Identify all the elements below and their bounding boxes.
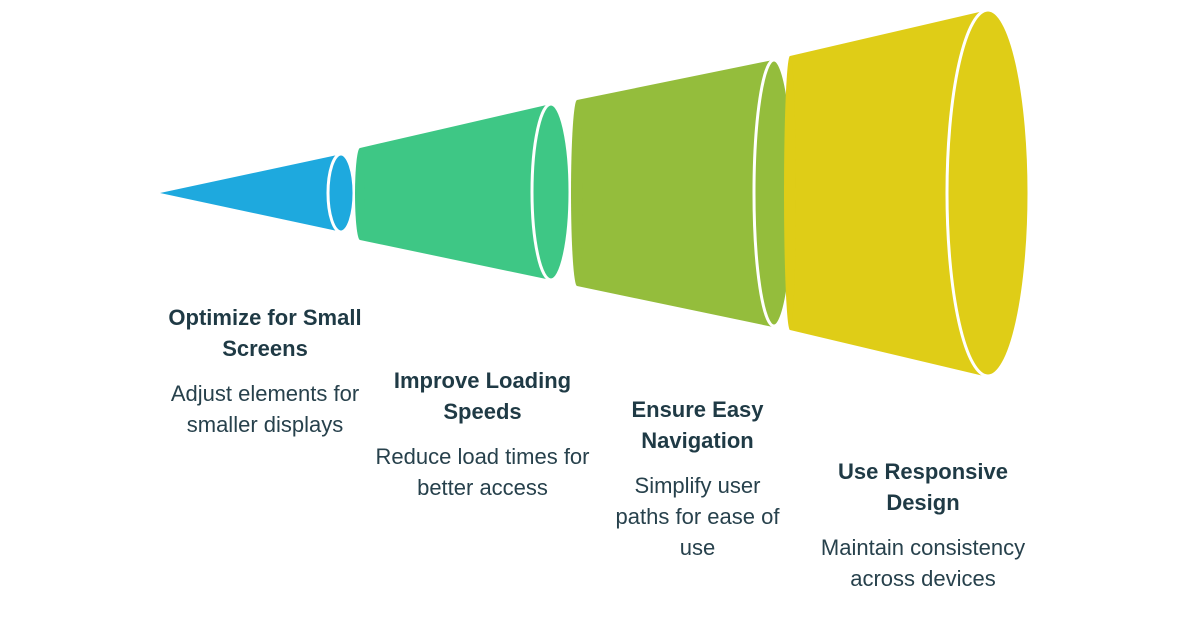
stage-4-inner-rim	[784, 56, 796, 330]
stage-2-title: Improve Loading Speeds	[393, 368, 572, 424]
stage-2-rim	[530, 102, 572, 282]
stage-2-body	[360, 104, 551, 280]
stage-3-inner-rim	[571, 100, 583, 286]
stage-2-text: Improve Loading Speeds Reduce load times…	[370, 365, 595, 503]
stage-4-body	[790, 10, 988, 377]
stage-1-text: Optimize for Small Screens Adjust elemen…	[165, 302, 365, 440]
stage-3-frustum	[571, 58, 796, 328]
stage-3-body	[577, 60, 773, 327]
stage-2-description: Reduce load times for better access	[375, 444, 590, 500]
stage-1-cone	[160, 152, 356, 234]
stage-4-description: Maintain consistency across devices	[820, 535, 1026, 591]
stage-1-body	[160, 154, 342, 232]
stage-4-text: Use Responsive Design Maintain consisten…	[808, 456, 1038, 594]
stage-1-rim	[326, 152, 356, 234]
stage-3-description: Simplify user paths for ease of use	[615, 473, 780, 560]
stage-3-title: Ensure Easy Navigation	[631, 397, 764, 453]
stage-1-title: Optimize for Small Screens	[168, 305, 362, 361]
stage-4-frustum	[784, 8, 1031, 378]
stage-2-inner-rim	[355, 148, 365, 240]
stage-4-title: Use Responsive Design	[838, 459, 1008, 515]
stage-1-description: Adjust elements for smaller displays	[170, 381, 360, 437]
stage-4-rim	[945, 8, 1031, 378]
stage-3-text: Ensure Easy Navigation Simplify user pat…	[605, 394, 790, 563]
stage-2-frustum	[355, 102, 572, 282]
